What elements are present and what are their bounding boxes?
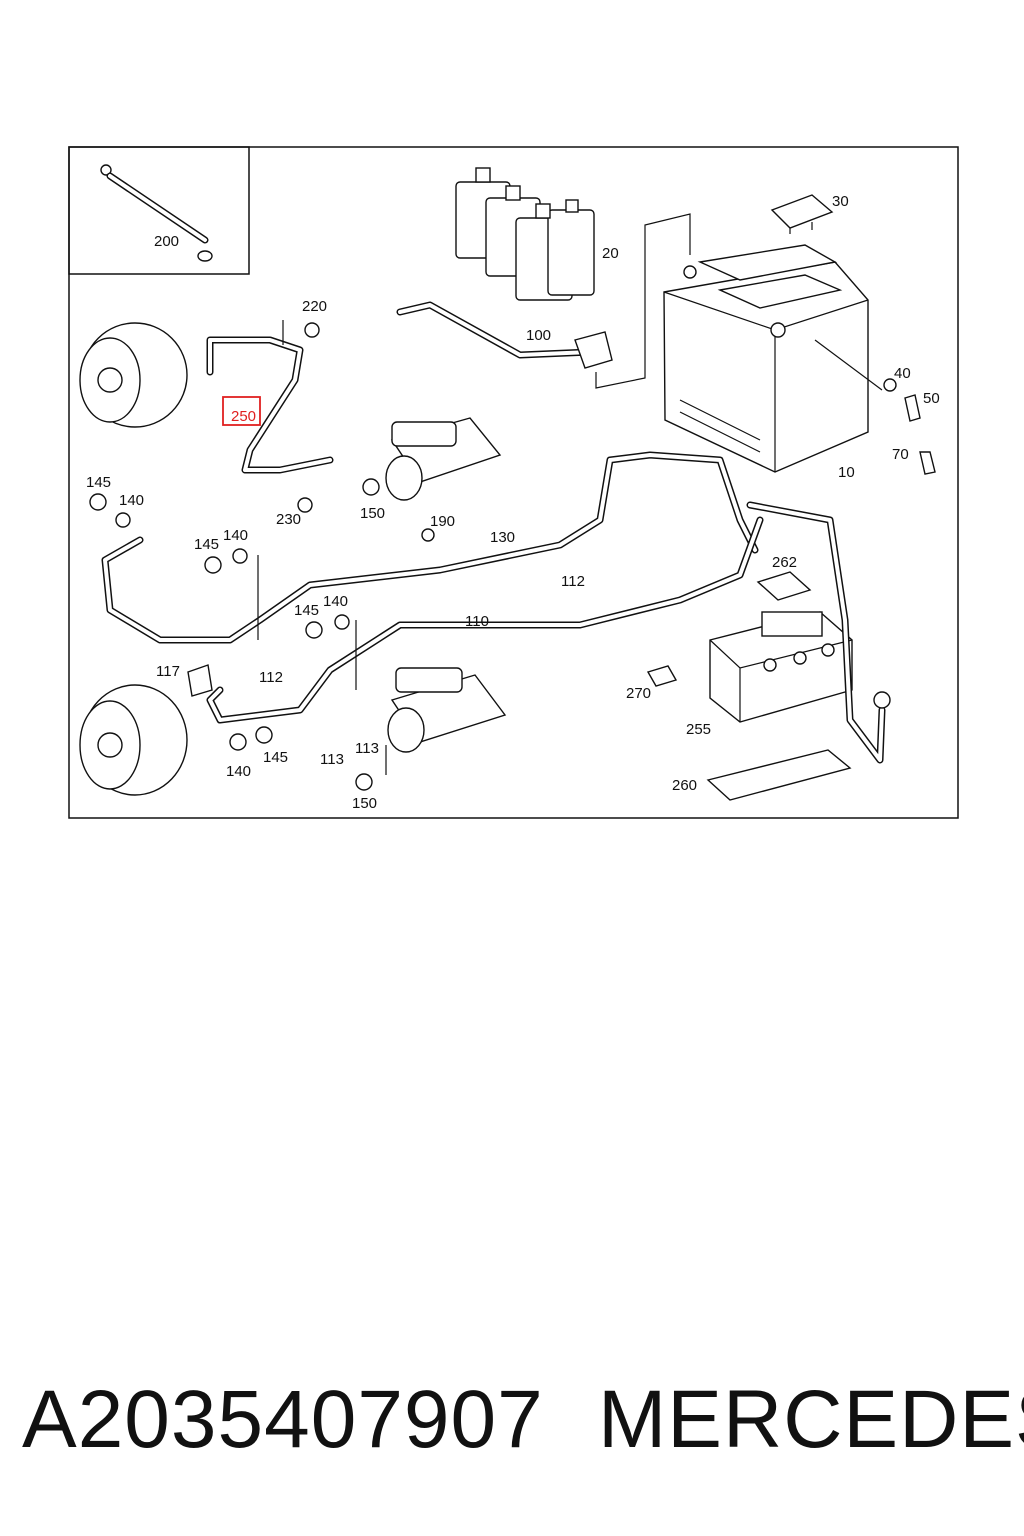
fluid-containers-20[interactable] <box>455 167 595 301</box>
callout-145-a[interactable]: 145 <box>86 474 111 491</box>
callout-255[interactable]: 255 <box>686 721 711 738</box>
callout-270[interactable]: 270 <box>626 685 651 702</box>
starter-lower[interactable] <box>387 667 507 753</box>
cable-130[interactable] <box>101 451 759 644</box>
wiring-diagram: 200 20 30 220 100 250 40 50 70 10 145 14… <box>68 146 959 819</box>
part-number: A2035407907 <box>22 1374 544 1465</box>
cable-250[interactable] <box>206 336 334 474</box>
callout-117[interactable]: 117 <box>156 663 180 680</box>
nuts-and-bolts <box>89 322 936 791</box>
callout-20[interactable]: 20 <box>602 245 619 262</box>
callout-230[interactable]: 230 <box>276 511 301 528</box>
alternator-lower[interactable] <box>79 684 188 796</box>
callout-190[interactable]: 190 <box>430 513 455 530</box>
callout-140-b[interactable]: 140 <box>223 527 248 544</box>
callout-10[interactable]: 10 <box>838 464 855 481</box>
tray-260[interactable] <box>706 749 852 801</box>
callout-140-a[interactable]: 140 <box>119 492 144 509</box>
callout-262[interactable]: 262 <box>772 554 797 571</box>
callout-145-b[interactable]: 145 <box>194 536 219 553</box>
footer: A2035407907 MERCEDES <box>0 1370 1024 1470</box>
brand-name: MERCEDES <box>598 1374 1024 1465</box>
callout-100[interactable]: 100 <box>526 327 551 344</box>
callout-113-a[interactable]: 113 <box>320 751 344 768</box>
callout-150-b[interactable]: 150 <box>352 795 377 812</box>
diagram-frame <box>68 146 959 819</box>
battery-10[interactable] <box>663 244 869 473</box>
callout-70[interactable]: 70 <box>892 446 909 463</box>
ground-strap-200[interactable] <box>100 164 213 262</box>
callout-200[interactable]: 200 <box>154 233 179 250</box>
callout-140-d[interactable]: 140 <box>226 763 251 780</box>
callout-140-c[interactable]: 140 <box>323 593 348 610</box>
plate-262[interactable] <box>756 571 812 601</box>
cable-100[interactable] <box>396 301 613 369</box>
cable-110[interactable] <box>206 516 764 724</box>
callout-260[interactable]: 260 <box>672 777 697 794</box>
ground-cable-right[interactable] <box>746 501 891 764</box>
callout-30[interactable]: 30 <box>832 193 849 210</box>
callout-145-d[interactable]: 145 <box>263 749 288 766</box>
inset-frame <box>68 146 250 275</box>
callout-145-c[interactable]: 145 <box>294 602 319 619</box>
callout-250[interactable]: 250 <box>231 408 256 425</box>
leader-lines <box>257 213 883 775</box>
terminal-cover-30[interactable] <box>770 194 834 234</box>
callout-110[interactable]: 110 <box>465 613 489 630</box>
highlight-box-250 <box>222 396 261 426</box>
starter-upper[interactable] <box>385 417 502 501</box>
clip-270[interactable] <box>646 665 678 687</box>
callout-40[interactable]: 40 <box>894 365 911 382</box>
callout-112-a[interactable]: 112 <box>561 573 585 590</box>
callout-113-b[interactable]: 113 <box>355 740 379 757</box>
callout-150-a[interactable]: 150 <box>360 505 385 522</box>
alternator-upper[interactable] <box>79 322 188 428</box>
fuse-box-255[interactable] <box>709 611 853 723</box>
callout-112-b[interactable]: 112 <box>259 669 283 686</box>
callout-50[interactable]: 50 <box>923 390 940 407</box>
callout-130[interactable]: 130 <box>490 529 515 546</box>
callout-220[interactable]: 220 <box>302 298 327 315</box>
